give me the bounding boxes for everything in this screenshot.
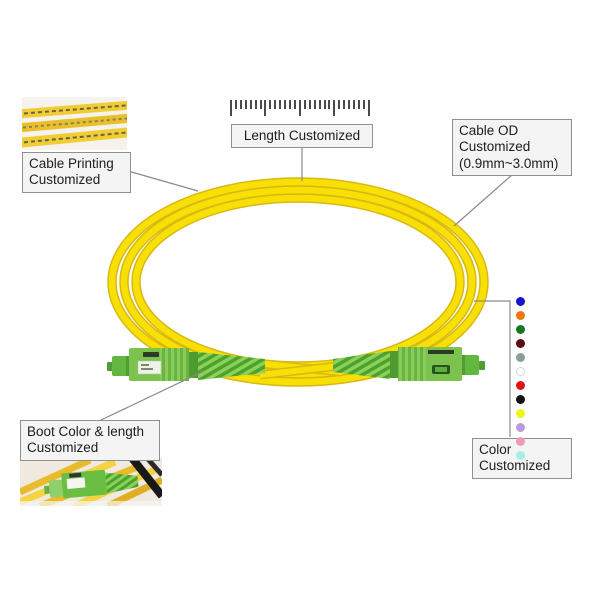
left-dust-cap (112, 356, 129, 376)
color-dot-violet (516, 423, 525, 432)
color-dot-yellow (516, 409, 525, 418)
coil-turn-middle (120, 186, 476, 378)
ruler-tick (244, 100, 247, 109)
color-dot-slate (516, 353, 525, 362)
color-dot-aqua (516, 451, 525, 460)
ruler-tick (313, 100, 316, 109)
right-cap-stem (479, 361, 485, 370)
right-dust-cap (462, 355, 479, 375)
color-dot-brown (516, 339, 525, 348)
right-key-slot (428, 350, 454, 354)
coil-turn-outer (108, 178, 488, 386)
ruler-tick (323, 100, 326, 109)
ruler-tick (348, 100, 351, 109)
right-boot (333, 351, 390, 379)
photo-connector (44, 469, 139, 499)
boot-photo (18, 455, 166, 510)
left-key-slot (143, 352, 159, 357)
right-connector (333, 347, 485, 381)
ruler-tick (308, 100, 311, 109)
color-dot-rose (516, 437, 525, 446)
leader-cable-od (453, 173, 514, 227)
ruler-tick (343, 100, 346, 109)
ruler-tick (234, 100, 237, 109)
cable-printing-photo (16, 97, 133, 150)
ruler-tick (274, 100, 277, 109)
ruler-tick (249, 100, 252, 109)
ruler-tick (357, 100, 360, 109)
left-connector (107, 348, 265, 381)
ruler-tick (328, 100, 331, 109)
ruler-tick (239, 100, 242, 109)
ruler-tick (353, 100, 356, 109)
length-ruler (230, 100, 370, 118)
color-dot-black (516, 395, 525, 404)
ruler-tick (293, 100, 296, 109)
boot-label: Boot Color & length Customized (20, 420, 160, 461)
color-dot-white (516, 367, 525, 376)
ruler-tick (338, 100, 341, 109)
ruler-tick (333, 100, 336, 116)
right-collar (390, 351, 398, 378)
left-boot (198, 352, 265, 380)
ruler-tick (264, 100, 267, 116)
right-body-ridges (398, 347, 426, 381)
ruler-tick (230, 100, 232, 116)
left-body-ridges (160, 348, 189, 381)
left-connector-label (137, 360, 162, 375)
ruler-tick (254, 100, 257, 109)
left-collar (189, 352, 198, 378)
color-dot-red (516, 381, 525, 390)
ruler-tick (279, 100, 282, 109)
leader-cable-printing (127, 170, 199, 192)
ruler-tick (269, 100, 272, 109)
ruler-tick (289, 100, 292, 109)
color-dot-blue (516, 297, 525, 306)
leader-color (474, 300, 511, 437)
leader-boot (100, 370, 205, 421)
ruler-tick (362, 100, 365, 109)
color-dot-green (516, 325, 525, 334)
cable-od-label: Cable OD Customized (0.9mm~3.0mm) (452, 119, 572, 177)
ruler-tick (298, 100, 301, 116)
cable-bottom-strands (255, 358, 343, 380)
ruler-tick (318, 100, 321, 109)
ruler-tick (259, 100, 262, 109)
left-cap-stem (107, 362, 113, 371)
ruler-tick (367, 100, 370, 116)
length-label: Length Customized (231, 124, 373, 149)
leader-lines (100, 148, 514, 437)
ruler-tick (284, 100, 287, 109)
coil-turn-inner (132, 194, 464, 370)
ruler-tick (303, 100, 306, 109)
color-dots (516, 297, 525, 460)
cable-printing-label: Cable Printing Customized (22, 152, 131, 193)
color-dot-orange (516, 311, 525, 320)
